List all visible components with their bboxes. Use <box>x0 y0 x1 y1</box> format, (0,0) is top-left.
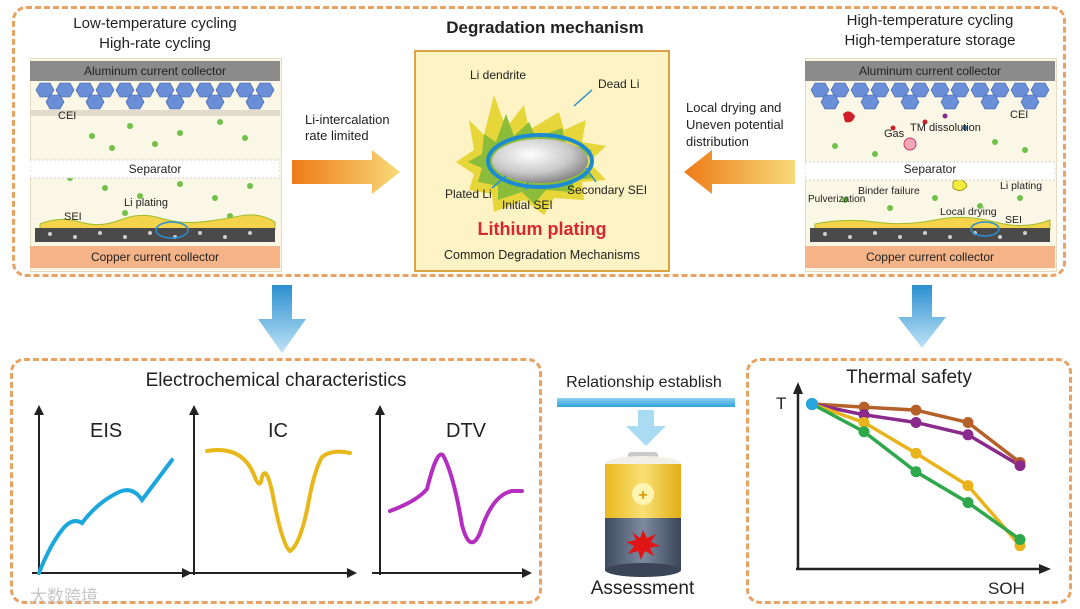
secondary-sei-label: Secondary SEI <box>567 183 648 197</box>
thermal-point-2-2 <box>910 447 922 459</box>
right-cell-art <box>805 61 1055 268</box>
thermal-point-3-0 <box>806 398 818 410</box>
right-condition-1: High-temperature cycling <box>846 12 1014 29</box>
thermal-safety-title: Thermal safety <box>846 367 972 388</box>
thermal-point-0-3 <box>962 416 974 428</box>
watermark: 大数跨境 <box>30 587 98 606</box>
down-arrow-right <box>898 285 946 348</box>
battery-icon: + <box>605 452 681 577</box>
left-cell-art <box>30 61 280 268</box>
left-condition-1: Low-temperature cycling <box>73 15 237 32</box>
degradation-title: Degradation mechanism <box>446 18 644 37</box>
local-drying-label: Local drying <box>940 206 997 218</box>
left-arrow-text-2: rate limited <box>305 128 369 143</box>
eis-label: EIS <box>90 420 123 442</box>
relationship-down-arrow <box>626 410 666 446</box>
gas-label: Gas <box>884 128 905 140</box>
relationship-bar <box>557 398 735 407</box>
assessment-label: Assessment <box>590 578 695 599</box>
thermal-point-3-1 <box>858 426 870 438</box>
right-cei-label: CEI <box>1010 109 1029 121</box>
thermal-point-0-1 <box>858 401 870 413</box>
right-arrow-text-1: Local drying and <box>686 100 782 115</box>
svg-text:+: + <box>638 487 647 504</box>
left-arrow-text-1: Li-intercalation <box>305 112 390 127</box>
right-aluminum-collector: Aluminum current collector <box>858 64 1002 78</box>
right-sei-label: SEI <box>1005 214 1022 226</box>
right-arrow-text-3: distribution <box>686 134 749 149</box>
thermal-point-0-2 <box>910 404 922 416</box>
ic-plot <box>187 405 357 578</box>
left-condition-2: High-rate cycling <box>99 35 211 52</box>
left-separator-label: Separator <box>128 162 182 176</box>
left-li-plating-label: Li plating <box>124 197 169 209</box>
left-aluminum-collector: Aluminum current collector <box>83 64 227 78</box>
left-cei-label: CEI <box>58 110 77 122</box>
ic-label: IC <box>268 420 288 442</box>
thermal-point-1-3 <box>962 429 974 441</box>
thermal-point-3-2 <box>910 466 922 478</box>
thermal-point-2-1 <box>858 416 870 428</box>
thermal-point-1-1 <box>858 409 870 421</box>
dtv-curve <box>388 452 524 545</box>
left-copper-collector: Copper current collector <box>90 250 220 264</box>
electrochemical-panel <box>10 358 542 604</box>
right-separator-label: Separator <box>903 162 957 176</box>
thermal-point-2-3 <box>962 480 974 492</box>
thermal-point-3-3 <box>962 497 974 509</box>
right-condition-2: High-temperature storage <box>844 32 1016 49</box>
thermal-safety-panel <box>746 358 1072 604</box>
left-pointing-arrow <box>684 150 795 194</box>
electrochemical-title: Electrochemical characteristics <box>145 370 407 391</box>
plated-li-label: Plated Li <box>445 187 492 201</box>
right-copper-collector: Copper current collector <box>865 250 995 264</box>
relationship-label: Relationship establish <box>566 374 722 391</box>
thermal-point-1-2 <box>910 416 922 428</box>
thermal-point-3-4 <box>1014 534 1026 546</box>
pulverization-label: Pulverization <box>808 194 866 205</box>
right-pointing-arrow <box>292 150 400 194</box>
lithium-plating-headline: Lithium plating <box>477 219 607 239</box>
ic-curve <box>205 448 352 554</box>
thermal-x-label: SOH <box>988 579 1025 598</box>
right-arrow-text-2: Uneven potential <box>686 117 784 132</box>
dead-li-label: Dead Li <box>598 77 640 91</box>
center-caption: Common Degradation Mechanisms <box>444 248 640 262</box>
li-dendrite-label: Li dendrite <box>470 68 527 82</box>
degradation-panel <box>12 6 1066 277</box>
binder-failure-label: Binder failure <box>858 185 920 197</box>
thermal-y-label: T <box>776 394 787 413</box>
left-sei-label: SEI <box>64 211 82 223</box>
tm-dissolution-label: TM dissolution <box>910 122 981 134</box>
dtv-label: DTV <box>446 420 486 442</box>
right-li-plating-label: Li plating <box>1000 180 1043 192</box>
lithium-dendrite-illustration <box>456 89 606 215</box>
thermal-point-1-4 <box>1014 460 1026 472</box>
down-arrow-left <box>258 285 306 353</box>
eis-curve <box>37 458 174 575</box>
thermal-safety-chart <box>793 382 1051 574</box>
eis-plot <box>32 405 192 578</box>
initial-sei-label: Initial SEI <box>502 198 553 212</box>
dtv-plot <box>372 405 532 578</box>
